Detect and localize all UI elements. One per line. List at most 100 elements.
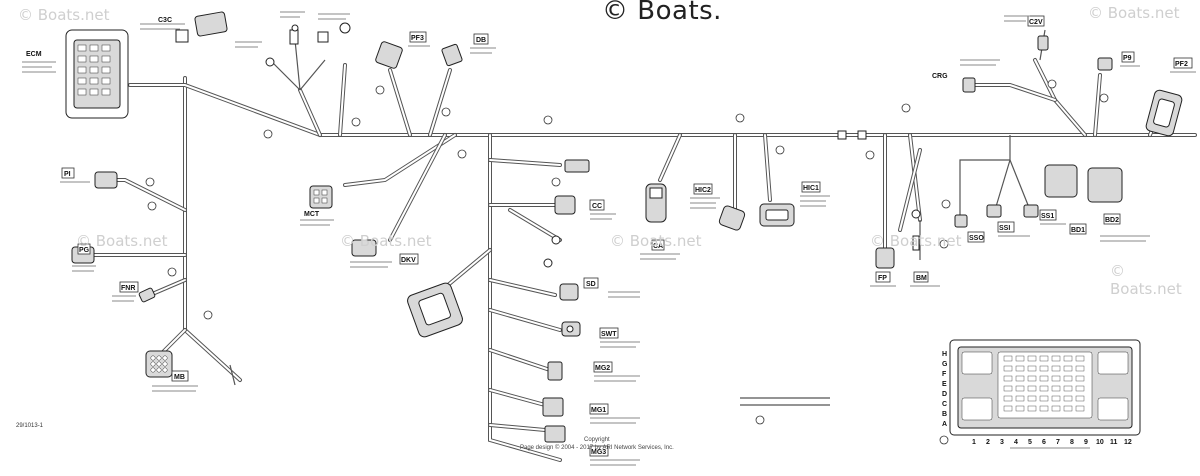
harness-trunk [88, 58, 1197, 462]
label-c2v: C2V [1029, 19, 1043, 26]
db-connector [441, 43, 463, 67]
c2v-connector [1037, 35, 1049, 51]
thin-wires [229, 29, 1046, 406]
label-sso: SSO [969, 235, 984, 242]
trunk-splices [837, 130, 867, 140]
watermark-main: © Boats. [602, 0, 722, 26]
label-p9: P9 [1123, 55, 1132, 62]
footer-copyright: Copyright [584, 437, 610, 443]
grid-col-label: 9 [1084, 439, 1088, 446]
pf3-connector [375, 41, 403, 69]
grid-col-label: 4 [1014, 439, 1018, 446]
label-bd2: BD2 [1105, 217, 1119, 224]
label-bm: BM [916, 275, 927, 282]
label-ca: CA [653, 243, 663, 250]
top-sensors [265, 22, 351, 67]
watermark-faint: © Boats.net [18, 6, 110, 24]
label-swt: SWT [601, 331, 617, 338]
label-bd1: BD1 [1071, 227, 1085, 234]
sd-connector [559, 283, 579, 301]
grid-row-label: C [942, 401, 947, 408]
grid-row-label: E [942, 381, 947, 388]
grid-row-label: G [942, 361, 948, 368]
label-mg3: MG3 [591, 449, 606, 456]
relay-connector [175, 11, 228, 43]
label-ssi: SSI [999, 225, 1010, 232]
label-pf3: PF3 [411, 35, 424, 42]
fp-connector [875, 247, 895, 269]
label-mg1: MG1 [591, 407, 606, 414]
mg2-connector [547, 361, 563, 381]
grid-row-label: D [942, 391, 947, 398]
callout-bubbles [145, 79, 1109, 445]
label-mg2: MG2 [595, 365, 610, 372]
cc-connector [554, 195, 576, 215]
grid-row-label: H [942, 351, 947, 358]
grid-row-label: F [942, 371, 947, 378]
relay-small-connector [564, 159, 590, 173]
sso-connector [954, 214, 968, 228]
crg-connector [962, 77, 976, 93]
label-ecm: ECM [26, 51, 42, 58]
grid-col-label: 12 [1124, 439, 1132, 446]
watermark-faint: © Boats.net [1110, 262, 1182, 298]
bd-connectors [1044, 164, 1123, 203]
label-sd: SD [586, 281, 596, 288]
mg1-connector [542, 397, 564, 417]
label-pf2: PF2 [1175, 61, 1188, 68]
grid-col-label: 3 [1000, 439, 1004, 446]
label-mct: MCT [304, 211, 320, 218]
label-pg: PG [79, 247, 90, 254]
label-fnr: FNR [121, 285, 135, 292]
diagnostic-connector [407, 282, 463, 338]
label-crg: CRG [932, 73, 948, 80]
label-fp: FP [878, 275, 887, 282]
label-dkv: DKV [401, 257, 416, 264]
part-number: 29/1013-1 [16, 423, 44, 429]
ss1-connector [1023, 204, 1039, 218]
fuse-box-view: 1 2 3 4 5 6 7 8 9 10 11 12 A B C D E F G… [942, 339, 1141, 446]
grid-col-label: 1 [972, 439, 976, 446]
mct-connector [309, 185, 333, 209]
label-hic1: HIC1 [803, 185, 819, 192]
label-pi: PI [64, 171, 71, 178]
pf2-connector [1145, 89, 1183, 137]
dkv-connector [351, 239, 377, 257]
watermark-faint: © Boats.net [610, 232, 702, 250]
label-c3c: C3C [158, 17, 172, 24]
connector-labels: ECM C3C PF3 DB MCT DKV PI PG FNR MB CC C… [26, 15, 1193, 457]
grid-col-label: 11 [1110, 439, 1118, 446]
watermark-faint: © Boats.net [76, 232, 168, 250]
grid-col-label: 8 [1070, 439, 1074, 446]
mb-connector [145, 350, 173, 378]
small-sensor-connectors [543, 235, 561, 268]
label-db: DB [476, 37, 486, 44]
p9-connector [1097, 57, 1113, 71]
description-stubs [22, 11, 1196, 466]
label-cc: CC [592, 203, 602, 210]
swt-connector [561, 321, 581, 337]
grid-col-label: 10 [1096, 439, 1104, 446]
grid-col-label: 5 [1028, 439, 1032, 446]
grid-col-label: 7 [1056, 439, 1060, 446]
grid-col-label: 2 [986, 439, 990, 446]
bm-sensor [911, 209, 921, 251]
ssi-connector [986, 204, 1002, 218]
fnr-connector [138, 287, 156, 303]
footer-page-design: Page design © 2004 - 2017 by ARI Network… [520, 445, 674, 451]
grid-col-label: 6 [1042, 439, 1046, 446]
hic1-connector [759, 203, 795, 227]
watermark-faint: © Boats.net [870, 232, 962, 250]
label-mb: MB [174, 374, 185, 381]
watermark-faint: © Boats.net [1088, 4, 1180, 22]
ca-sensor [645, 183, 667, 223]
label-hic2: HIC2 [695, 187, 711, 194]
hic2-connector [718, 205, 746, 231]
ecm-module [65, 29, 129, 119]
pi-connector [94, 171, 118, 189]
grid-row-label: B [942, 411, 947, 418]
watermark-faint: © Boats.net [340, 232, 432, 250]
grid-row-label: A [942, 421, 947, 428]
mg3-connector [544, 425, 566, 443]
